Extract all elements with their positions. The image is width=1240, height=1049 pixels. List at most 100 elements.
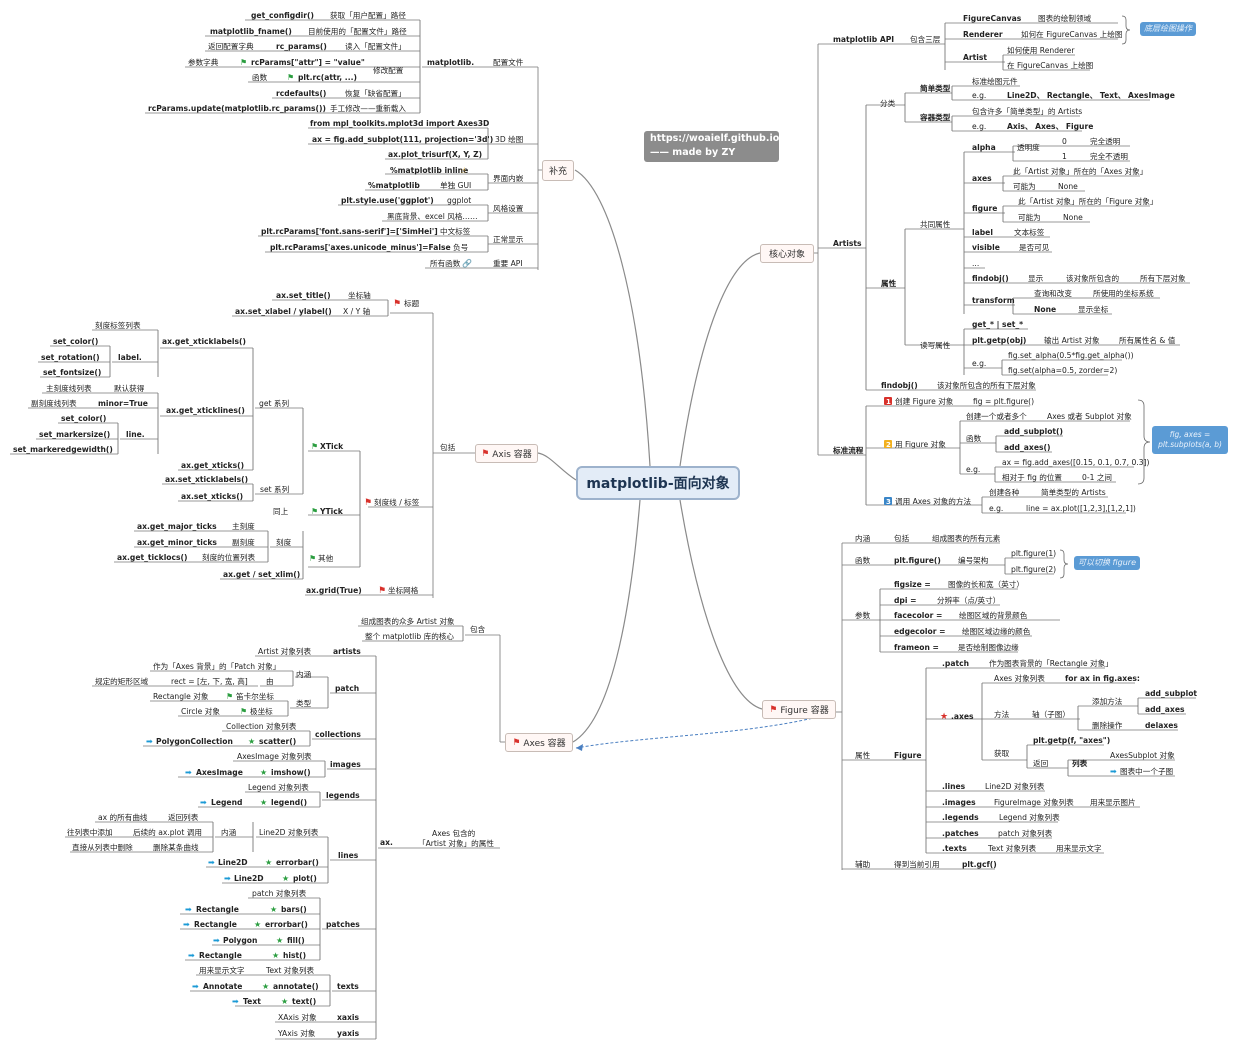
node-buchong[interactable]: 补充: [542, 160, 574, 181]
lbl: 该对象所包含的: [1066, 273, 1120, 283]
lbl: AxesImage 对象列表: [237, 751, 312, 761]
arrow-icon: ➡: [146, 737, 153, 746]
lbl: text(): [292, 997, 316, 1006]
star-icon: ★: [276, 936, 283, 945]
lbl: figure: [972, 204, 997, 213]
lbl: 用 Figure 对象: [895, 439, 946, 449]
arrow-icon: ➡: [188, 951, 195, 960]
flag-icon: ⚑: [240, 58, 247, 67]
node-figure-container[interactable]: ⚑ Figure 容器: [762, 700, 836, 719]
lbl: 调用 Axes 对象的方法: [895, 496, 971, 506]
lbl: 作为「Axes 背景」的「Patch 对象」: [153, 661, 280, 671]
lbl: 创建各种: [989, 487, 1020, 497]
note-bottom-layer: 底层绘图操作: [1140, 22, 1196, 36]
lbl: plt.style.use('ggplot'): [341, 196, 434, 205]
flag-icon: ⚑: [481, 448, 490, 459]
lbl: 界面内嵌: [493, 173, 524, 183]
lbl: hist(): [283, 951, 306, 960]
lbl: label: [972, 228, 993, 237]
lbl: 作为图表背景的「Rectangle 对象」: [989, 658, 1113, 668]
lbl: None: [1034, 305, 1056, 314]
lbl: 标准流程: [832, 445, 864, 455]
lbl: xaxis: [337, 1013, 360, 1022]
lbl: 读入「配置文件」: [345, 41, 406, 51]
lbl: Text 对象列表: [265, 965, 315, 975]
lbl: 中文标签: [440, 226, 471, 236]
lbl-get-configdir: get_configdir(): [251, 11, 314, 20]
star-icon: ★: [265, 858, 272, 867]
lbl: from mpl_toolkits.mplot3d import Axes3D: [310, 119, 489, 128]
node-label: Axis 容器: [492, 450, 532, 460]
note-switch-figure: 可以切换 figure: [1074, 556, 1140, 570]
star-icon: ★: [281, 997, 288, 1006]
lbl: 由: [266, 676, 274, 686]
lbl: plt.rcParams['axes.unicode_minus']=False: [270, 243, 451, 252]
lbl: 如何在 FigureCanvas 上绘图: [1021, 29, 1122, 39]
center-node[interactable]: matplotlib-面向对象: [576, 466, 740, 500]
lbl: X / Y 轴: [343, 306, 371, 316]
lbl: 包含三层: [910, 34, 941, 44]
lbl: dpi =: [894, 596, 916, 605]
note-text: fig, axes = plt.subplots(a, b): [1158, 430, 1222, 449]
lbl: fill(): [287, 936, 305, 945]
lbl: ax.set_xlabel / ylabel(): [235, 307, 332, 316]
lbl: 图表中一个子图: [1120, 766, 1173, 776]
lbl: edgecolor =: [894, 627, 945, 636]
lbl: line = ax.plot([1,2,3],[1,2,1]): [1026, 504, 1136, 513]
lbl: ax.get_minor_ticks: [137, 538, 217, 547]
lbl: 包括: [440, 442, 456, 452]
lbl: plt.figure(1): [1011, 549, 1056, 558]
lbl: errorbar(): [276, 858, 319, 867]
lbl: rcdefaults(): [276, 89, 326, 98]
lbl: 参数字典: [188, 57, 219, 67]
lbl: ax 的所有曲线: [98, 812, 148, 822]
lbl: 1: [1062, 152, 1067, 161]
lbl: 坐标网格: [388, 585, 419, 595]
arrow-icon: ➡: [232, 997, 239, 1006]
lbl: 刻度标签列表: [95, 320, 141, 330]
lbl: Line2D 对象列表: [985, 781, 1045, 791]
lbl: rcParams.update(matplotlib.rc_params()): [148, 104, 326, 113]
lbl: PolygonCollection: [156, 737, 233, 746]
lbl: e.g.: [972, 122, 986, 131]
lbl: errorbar(): [265, 920, 308, 929]
lbl: 获取「用户配置」路径: [330, 10, 406, 20]
lbl: ax.get_major_ticks: [137, 522, 217, 531]
step-badge-2: [884, 440, 892, 448]
node-axis-container[interactable]: ⚑ Axis 容器: [475, 444, 538, 463]
lbl: plot(): [293, 874, 317, 883]
node-core-objects[interactable]: 核心对象: [760, 244, 814, 263]
lbl: 正常显示: [493, 235, 524, 244]
lbl: 刻度: [276, 537, 292, 547]
flag-icon: ⚑: [309, 554, 316, 563]
lbl: 简单类型的 Artists: [1041, 487, 1106, 497]
lbl: 文本标签: [1014, 227, 1045, 237]
lbl: Annotate: [203, 982, 242, 991]
lbl: alpha: [972, 143, 996, 152]
lbl: XTick: [320, 442, 344, 451]
lbl: XAxis 对象: [278, 1012, 317, 1022]
lbl: ax.grid(True): [306, 586, 362, 595]
lbl: 编号架构: [958, 555, 989, 565]
connector-path: [1137, 399, 1151, 485]
lbl: imshow(): [271, 768, 311, 777]
lbl: 「Artist 对象」的属性: [418, 838, 494, 848]
lbl: Artist 对象列表: [258, 646, 312, 656]
node-axes-container[interactable]: ⚑ Axes 容器: [505, 733, 573, 752]
lbl: 透明度: [1017, 142, 1040, 152]
lbl: e.g.: [972, 359, 986, 368]
lbl: set_markersize(): [39, 430, 110, 439]
lbl: ax.get_xticklines(): [166, 406, 245, 415]
lbl: e.g.: [966, 465, 980, 474]
lbl: patch 对象列表: [998, 828, 1053, 838]
lbl: Axes 包含的: [432, 828, 476, 838]
lbl: plt.gcf(): [962, 860, 997, 869]
lbl: plt.figure(2): [1011, 565, 1056, 574]
lbl: Rectangle: [194, 920, 237, 929]
flag-icon: ⚑: [364, 498, 372, 508]
lbl: 函数: [966, 433, 982, 443]
lbl: frameon =: [894, 643, 939, 652]
lbl: 主刻度线列表: [46, 383, 92, 393]
lbl: lines: [338, 851, 359, 860]
